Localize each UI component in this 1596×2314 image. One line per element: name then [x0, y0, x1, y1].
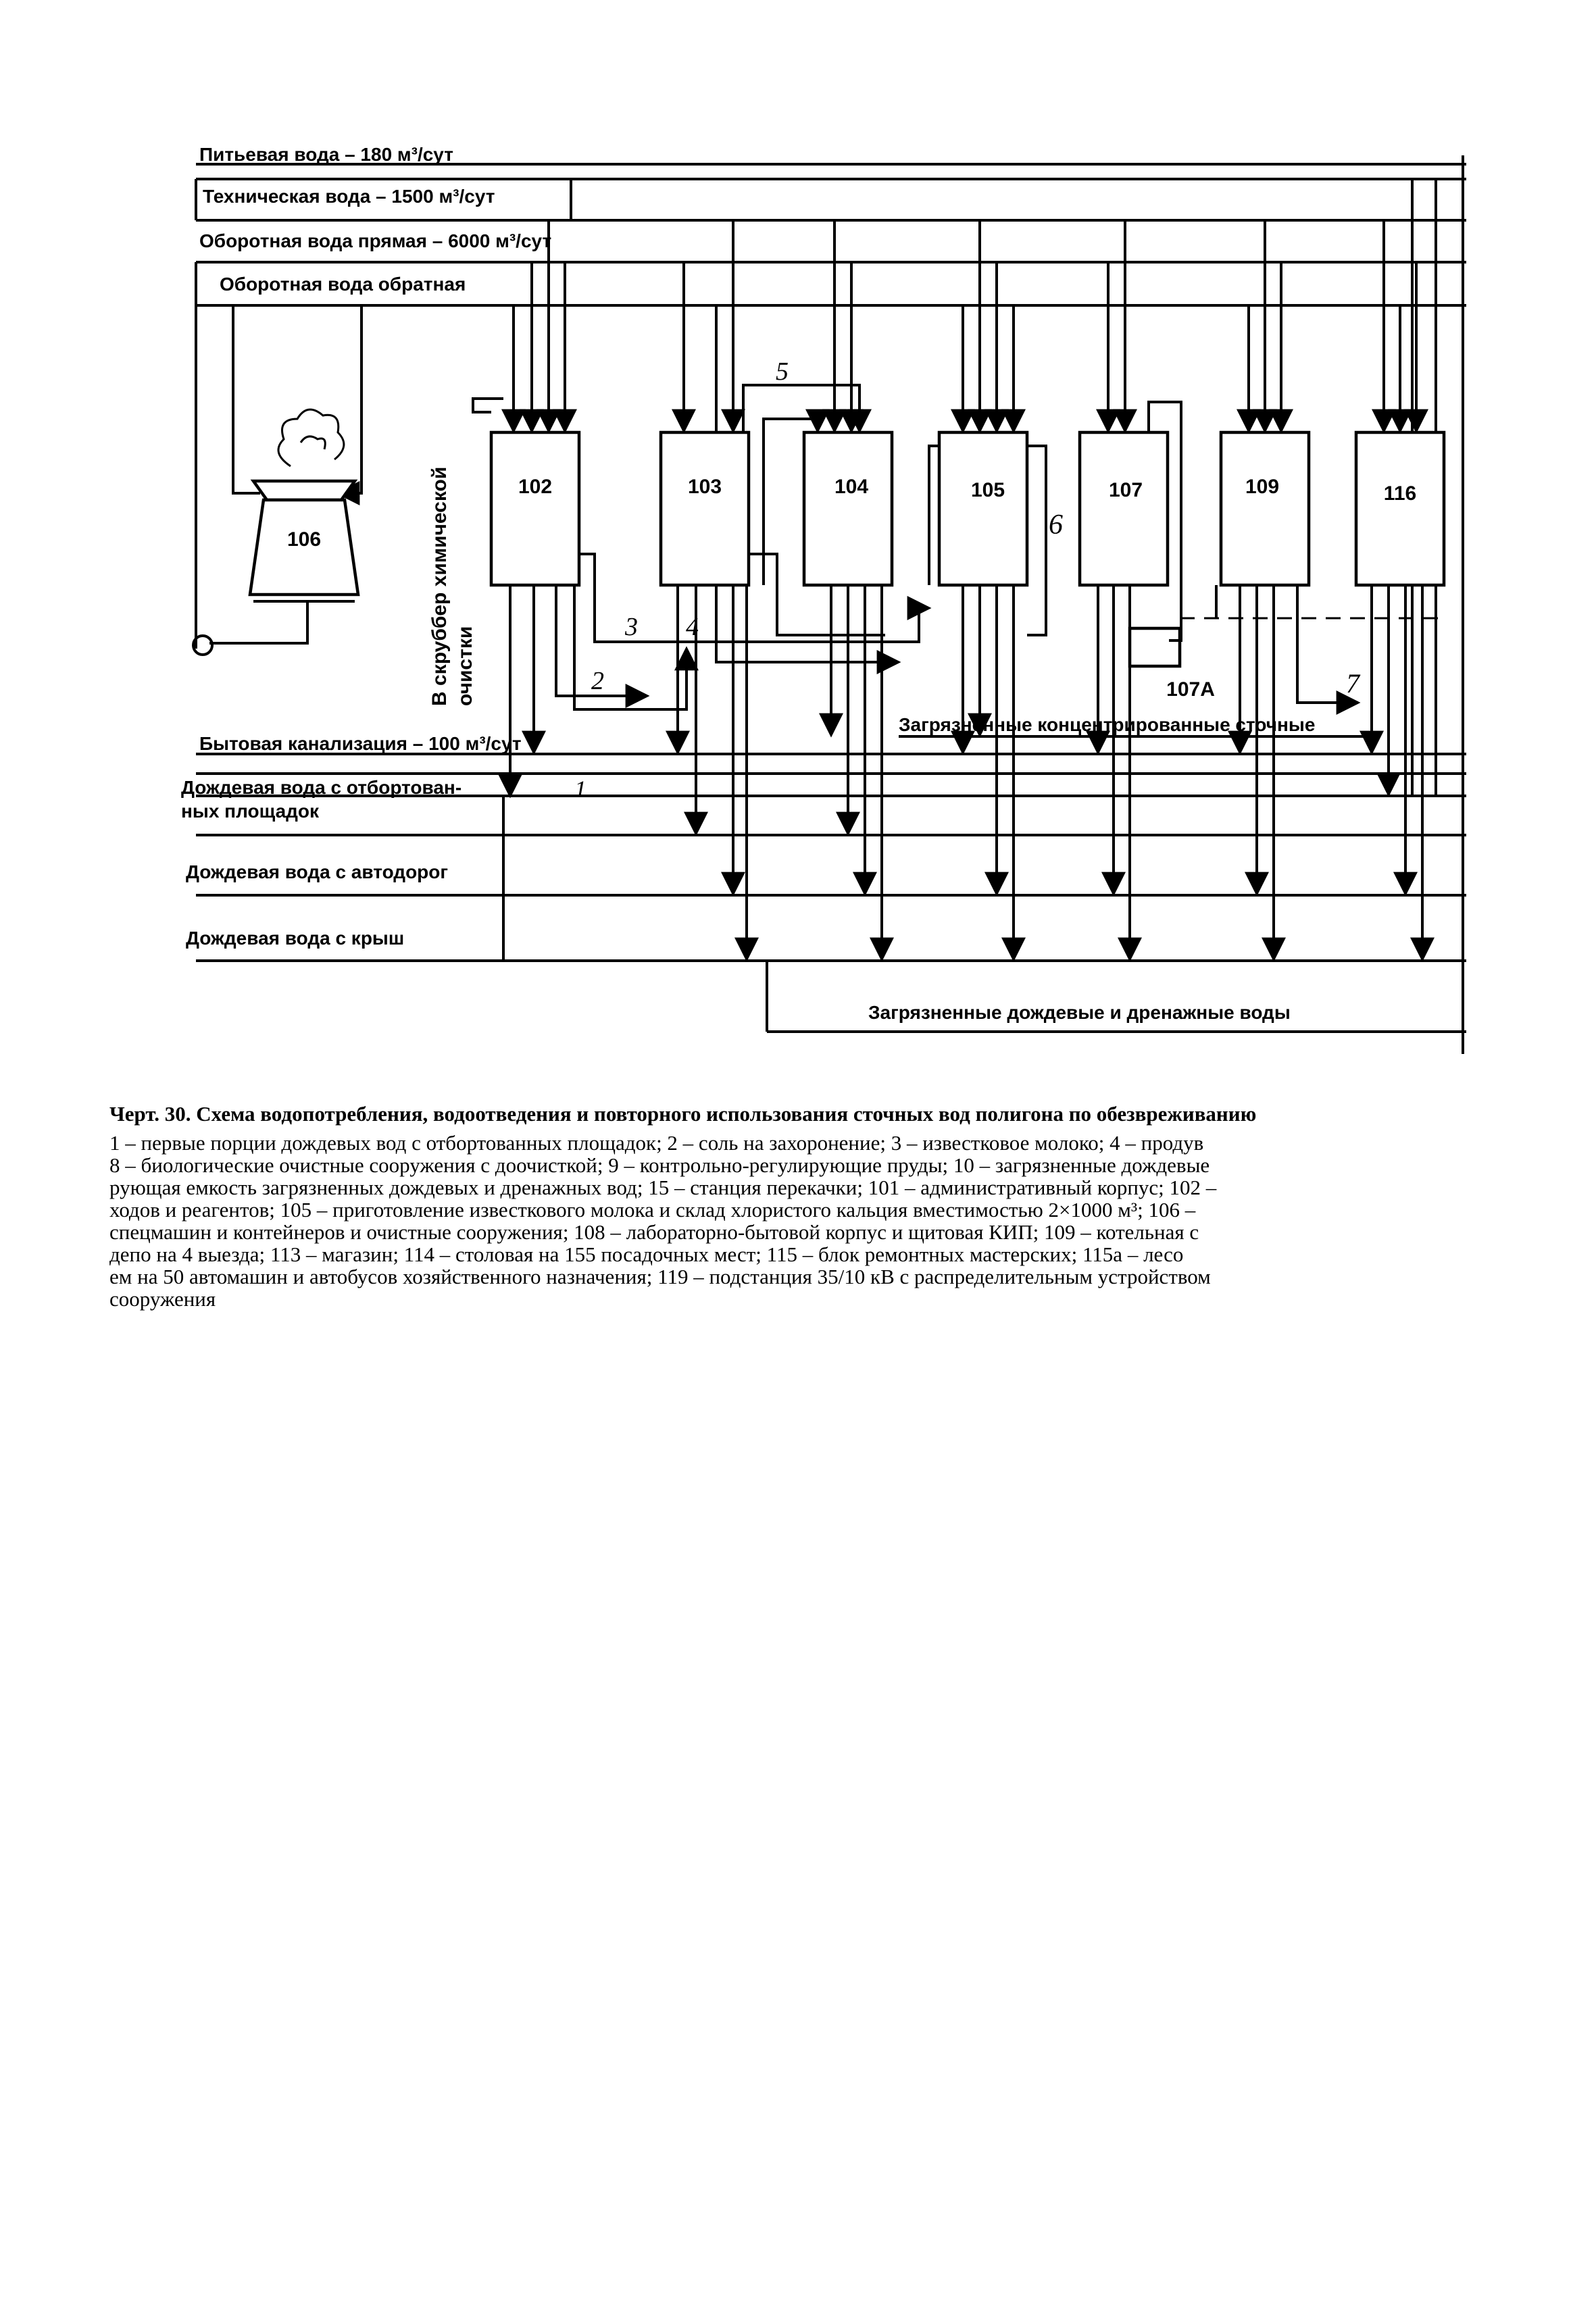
- block-107-label: 107: [1109, 479, 1143, 501]
- line-labels: Питьевая вода – 180 м³/сут Техническая в…: [181, 144, 1315, 1023]
- caption-line: спецмашин и контейнеров и очистные соору…: [109, 1220, 1199, 1244]
- link-5: [742, 384, 872, 434]
- block-105-label: 105: [971, 479, 1005, 501]
- label-recycled-return: Оборотная вода обратная: [220, 274, 466, 295]
- number-2: 2: [591, 667, 604, 695]
- tower-in-left: [232, 305, 260, 495]
- label-recycled-direct: Оборотная вода прямая – 6000 м³/сут: [199, 230, 551, 251]
- number-5: 5: [776, 357, 789, 386]
- water-scheme-diagram: 106 102 103 104 105 107 109 116 107А: [181, 144, 1466, 1054]
- block-107a-label: 107А: [1166, 678, 1215, 701]
- italic-numbers: 1 2 3 4 5 6 7: [574, 357, 1361, 803]
- caption-line: рующая емкость загрязненных дождевых и д…: [109, 1176, 1217, 1199]
- block-103: [659, 430, 751, 587]
- block-109-label: 109: [1245, 476, 1279, 498]
- supply-pipes: [501, 220, 1428, 434]
- block-109: [1219, 430, 1311, 587]
- block-106-label: 106: [287, 528, 321, 551]
- tower-top: [250, 479, 358, 502]
- caption-line: депо на 4 выезда; 113 – магазин; 114 – с…: [109, 1242, 1184, 1266]
- label-rain-curbed-2: ных площадок: [181, 801, 320, 822]
- link-105-left: [928, 445, 939, 585]
- outlet-pipes: [498, 585, 1435, 962]
- process-blocks: 102 103 104 105 107 109 116 107А: [489, 430, 1446, 701]
- steam-icon-inner: [299, 435, 326, 450]
- caption-line: ходов и реагентов; 105 – приготовление и…: [109, 1198, 1196, 1222]
- number-1: 1: [574, 776, 587, 803]
- label-polluted-concentrated: Загрязненные концентрированные сточные: [899, 714, 1315, 735]
- number-7: 7: [1346, 668, 1361, 699]
- number-4: 4: [686, 613, 699, 641]
- label-potable: Питьевая вода – 180 м³/сут: [199, 144, 453, 165]
- link-3: [579, 553, 932, 643]
- caption-title: Черт. 30. Схема водопотребления, водоотв…: [109, 1102, 1257, 1126]
- tower-out: [209, 601, 309, 645]
- link-2b: [573, 585, 699, 711]
- block-105: [937, 430, 1029, 587]
- link-7: [1296, 585, 1361, 715]
- label-domestic-sewer: Бытовая канализация – 100 м³/сут: [199, 733, 522, 754]
- number-6: 6: [1049, 509, 1063, 540]
- tower-in-right: [335, 305, 363, 505]
- link-103-104: [762, 409, 830, 585]
- label-polluted-rain: Загрязненные дождевые и дренажные воды: [868, 1002, 1291, 1023]
- label-rain-roofs: Дождевая вода с крыш: [186, 928, 404, 949]
- supply-lines: [196, 163, 1466, 307]
- link-107-loop: [1147, 401, 1182, 642]
- pump-icon: [192, 634, 214, 656]
- tower-body: [248, 498, 360, 597]
- link-102-in: [472, 397, 503, 413]
- label-rain-curbed-1: Дождевая вода с отбортован-: [181, 777, 462, 798]
- block-104-label: 104: [834, 476, 868, 498]
- cooling-tower-106: 106: [192, 262, 363, 656]
- link-2: [555, 585, 650, 708]
- caption-lines: 1 – первые порции дождевых вод с отборто…: [109, 1132, 1488, 1310]
- block-116: [1354, 430, 1446, 587]
- caption-line: 8 – биологические очистные сооружения с …: [109, 1153, 1210, 1177]
- label-technical: Техническая вода – 1500 м³/сут: [203, 186, 495, 207]
- steam-icon: [277, 408, 345, 468]
- block-103-label: 103: [688, 476, 722, 498]
- label-scrubber-1: В скруббер химической: [428, 467, 451, 706]
- block-116-label: 116: [1384, 482, 1416, 505]
- caption-line: 1 – первые порции дождевых вод с отборто…: [109, 1131, 1204, 1155]
- label-scrubber-2: очистки: [454, 626, 476, 706]
- link-4b: [715, 585, 901, 674]
- figure-caption: Черт. 30. Схема водопотребления, водоотв…: [109, 1103, 1488, 1310]
- link-6: [1027, 445, 1047, 636]
- caption-line: ем на 50 автомашин и автобусов хозяйстве…: [109, 1265, 1211, 1288]
- caption-line: сооружения: [109, 1287, 216, 1311]
- number-3: 3: [624, 613, 638, 641]
- block-102-label: 102: [518, 476, 552, 498]
- block-104: [802, 430, 894, 587]
- label-rain-roads: Дождевая вода с автодорог: [186, 861, 448, 882]
- block-107: [1078, 430, 1170, 587]
- block-102: [489, 430, 581, 587]
- connections: [472, 384, 1439, 715]
- block-107a: [1128, 626, 1182, 668]
